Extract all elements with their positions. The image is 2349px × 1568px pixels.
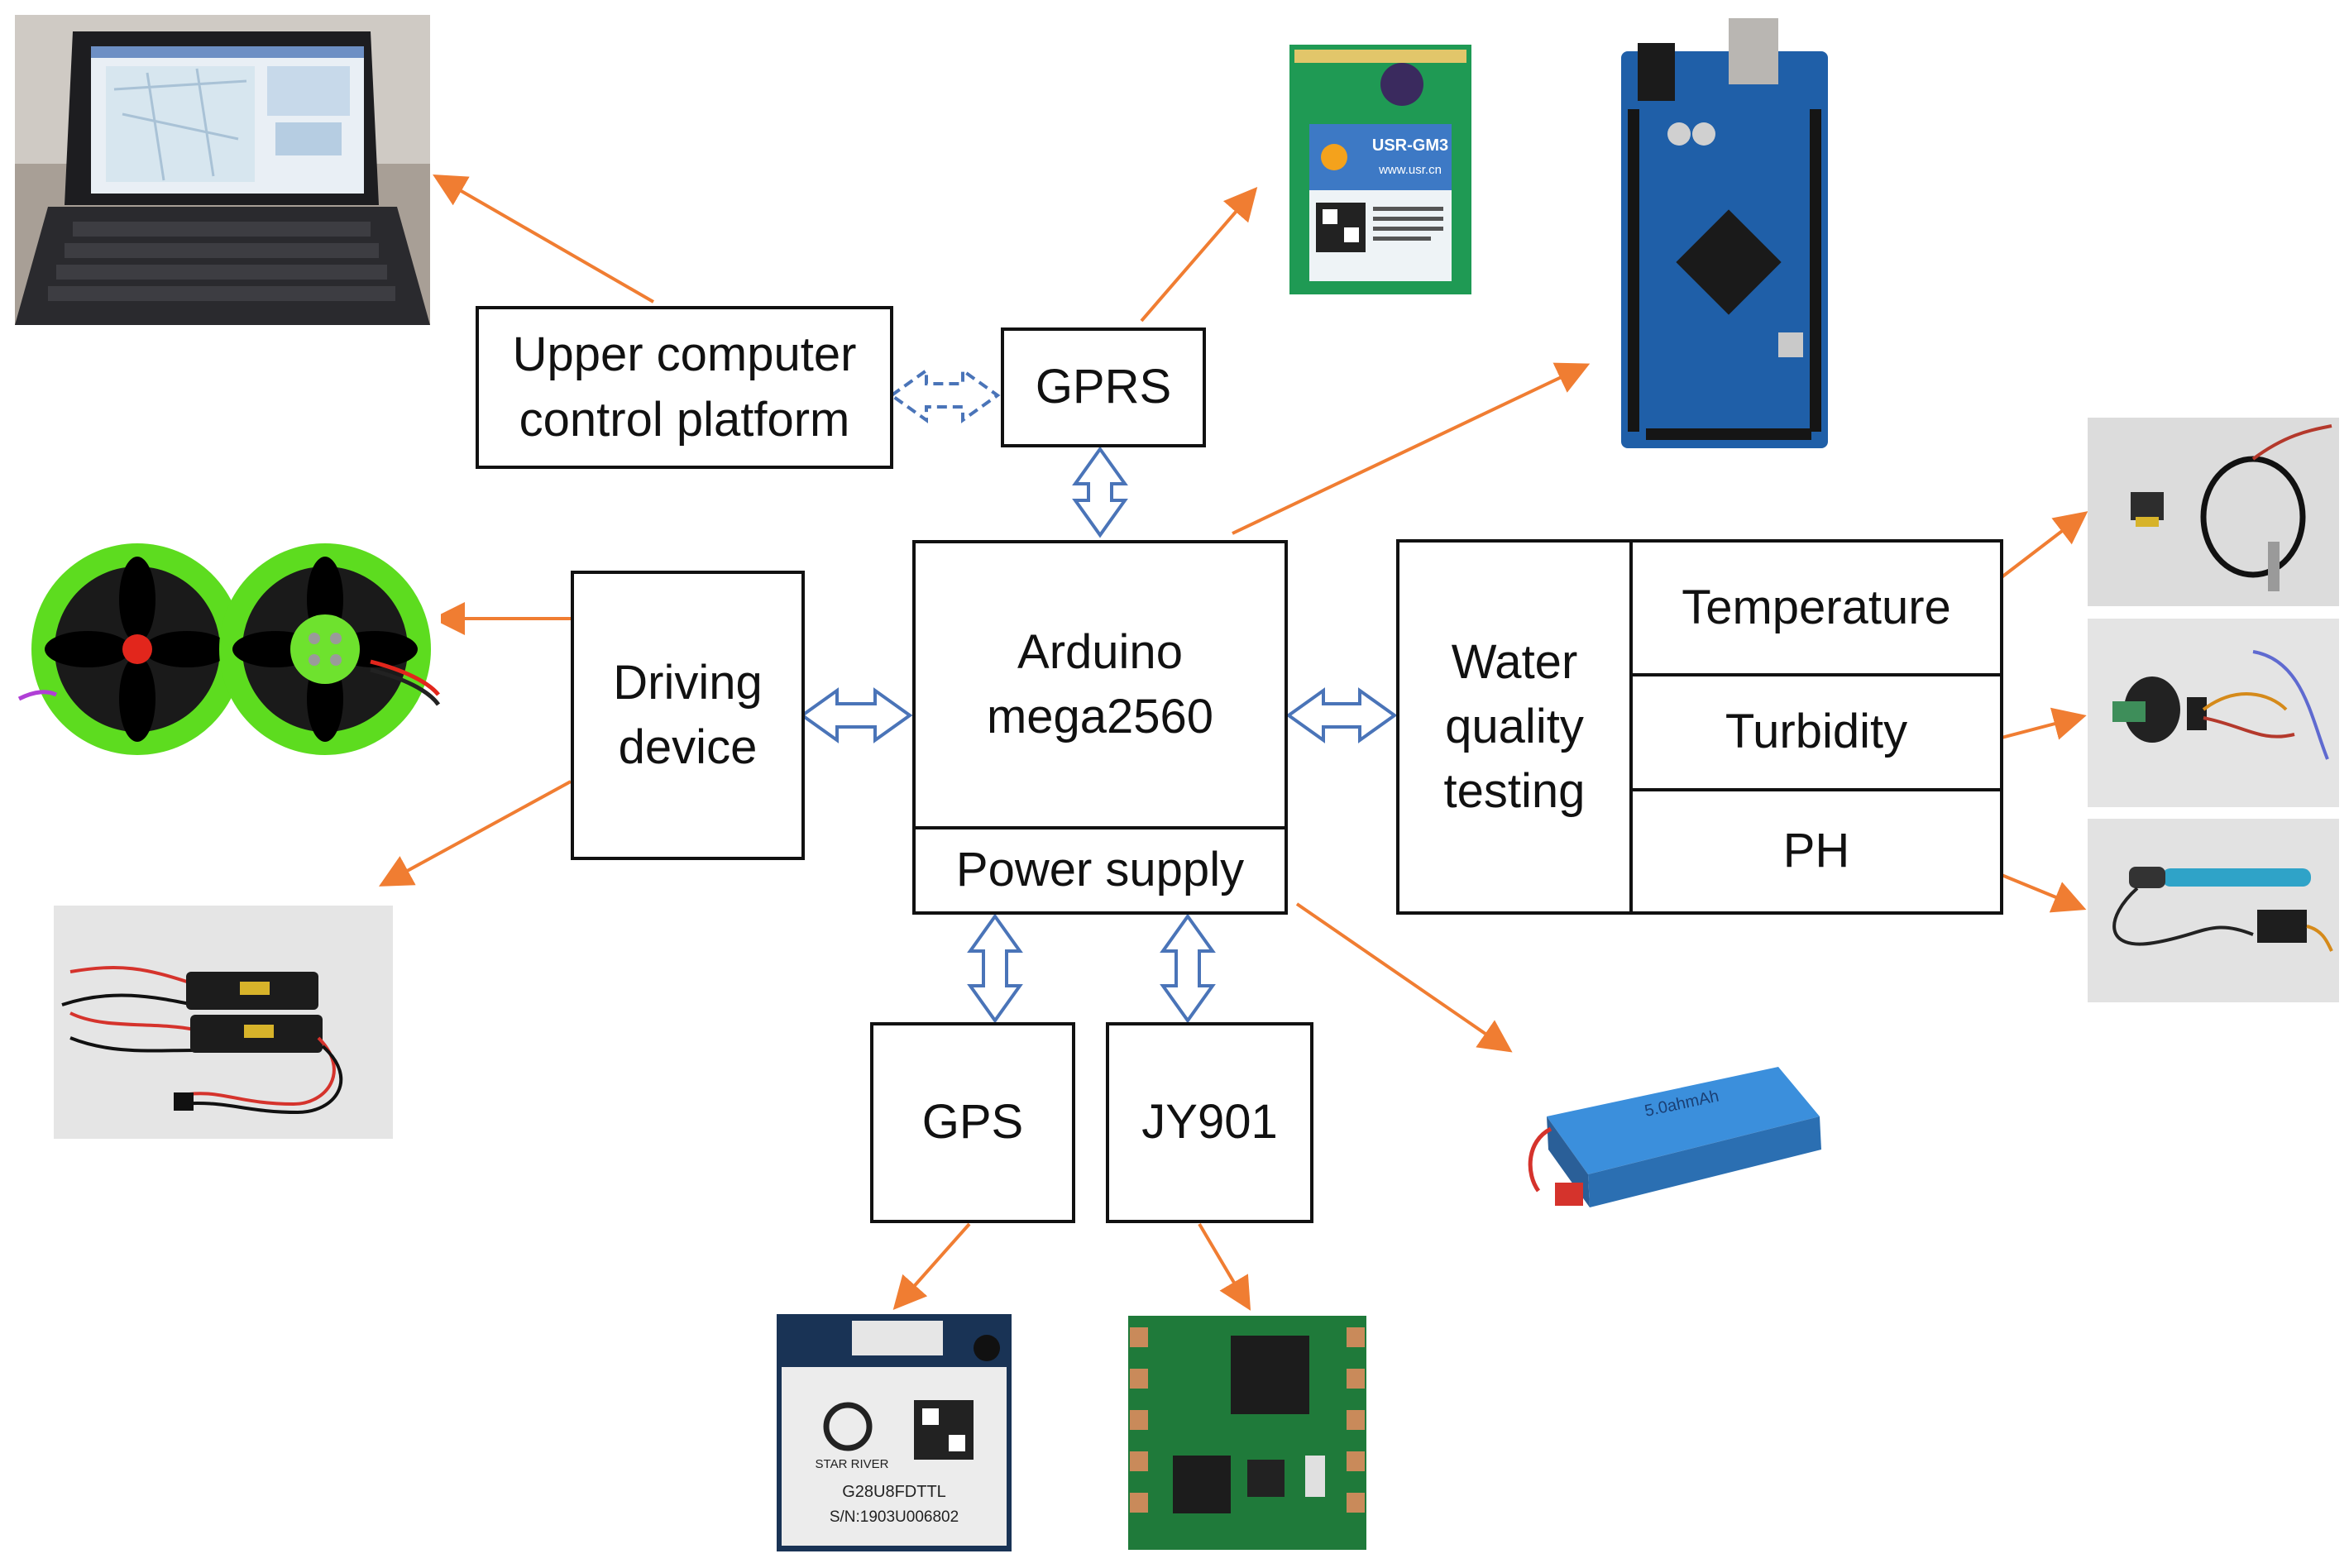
water-quality-label-line1: Water <box>1451 634 1578 689</box>
power-supply-label: Power supply <box>955 843 1245 897</box>
arrow-to-arduino-board <box>1232 362 1591 535</box>
arrow-to-gps-module <box>892 1222 971 1310</box>
jy901-module-photo <box>1123 1311 1371 1555</box>
laptop-photo <box>15 15 430 325</box>
driving-device-label-line2: device <box>618 720 758 774</box>
arrow-to-ph-sensor <box>2001 873 2087 913</box>
arrow-to-gprs-module <box>1140 186 1258 323</box>
ph-sensor-photo <box>2088 819 2339 1002</box>
bus-arrow-gprs-arduino <box>1072 446 1128 538</box>
battery-photo: 5.0ahmAh <box>1522 1050 1826 1216</box>
ph-label: PH <box>1782 824 1850 878</box>
gps-module-photo: STAR RIVER G28U8FDTTL S/N:1903U006802 <box>773 1311 1015 1555</box>
jy901-box: JY901 <box>1106 1022 1313 1223</box>
esc-photo <box>54 906 393 1139</box>
arrow-to-temperature-sensor <box>2000 511 2088 579</box>
driving-device-label-line1: Driving <box>613 655 763 710</box>
gprs-label: GPRS <box>1035 360 1172 414</box>
power-supply-box: Power supply <box>912 826 1288 915</box>
arrow-to-turbidity-sensor <box>2001 707 2087 740</box>
water-quality-label-line2: quality <box>1445 699 1584 753</box>
bus-arrow-power-jy901 <box>1160 913 1216 1024</box>
temperature-box: Temperature <box>1629 539 2003 676</box>
gps-module-serial: S/N:1903U006802 <box>830 1508 959 1526</box>
gps-label: GPS <box>921 1095 1024 1150</box>
upper-computer-label-line1: Upper computer <box>512 327 857 382</box>
gps-module-model: G28U8FDTTL <box>842 1483 946 1501</box>
bus-arrow-driving-arduino <box>799 687 913 743</box>
arrow-to-esc <box>378 780 572 887</box>
upper-computer-label-line2: control platform <box>519 392 850 447</box>
arduino-label-line1: Arduino <box>1017 624 1183 679</box>
gprs-box: GPRS <box>1001 327 1206 447</box>
bus-arrow-power-gps <box>967 913 1023 1024</box>
arrow-to-laptop <box>433 174 654 304</box>
turbidity-label: Turbidity <box>1725 705 1908 759</box>
gprs-module-photo: USR-GM3 www.usr.cn <box>1286 41 1475 298</box>
ph-box: PH <box>1629 788 2003 915</box>
thrusters-photo <box>15 521 441 777</box>
arduino-label-line2: mega2560 <box>986 690 1214 743</box>
jy901-label: JY901 <box>1141 1095 1278 1150</box>
bus-arrow-arduino-water <box>1285 687 1398 743</box>
water-quality-label-line3: testing <box>1443 764 1586 819</box>
temperature-label: Temperature <box>1682 580 1951 634</box>
gprs-module-title: USR-GM3 <box>1372 136 1448 155</box>
gprs-module-url: www.usr.cn <box>1378 163 1442 177</box>
arduino-box: Arduino mega2560 <box>912 540 1288 829</box>
gps-box: GPS <box>870 1022 1075 1223</box>
gps-module-brand: STAR RIVER <box>816 1457 889 1471</box>
temperature-sensor-photo <box>2088 418 2339 606</box>
turbidity-box: Turbidity <box>1629 673 2003 791</box>
driving-device-box: Driving device <box>571 571 805 860</box>
water-quality-box: Water quality testing <box>1396 539 1633 915</box>
arrow-to-jy901-module <box>1198 1222 1251 1311</box>
upper-computer-box: Upper computer control platform <box>476 306 893 469</box>
turbidity-sensor-photo <box>2088 619 2339 807</box>
arrow-to-battery <box>1295 902 1513 1053</box>
arduino-board-photo <box>1613 18 1836 455</box>
bus-arrow-upper-gprs <box>888 367 1001 423</box>
